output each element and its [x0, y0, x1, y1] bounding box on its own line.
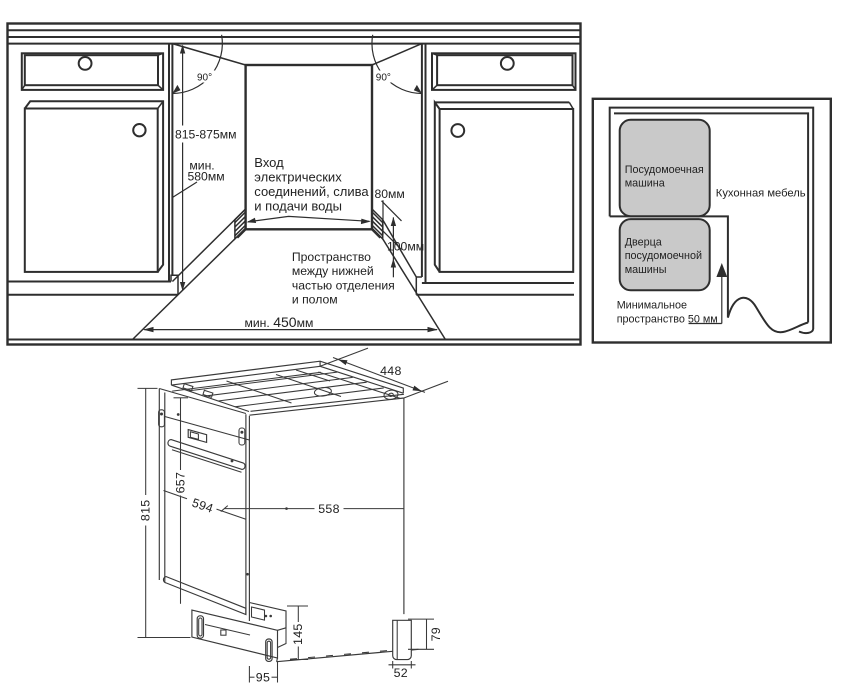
- up-arrow: [716, 263, 728, 277]
- inlet-note: Вход электрических соединений, слива и п…: [246, 155, 371, 225]
- door-handle: [167, 439, 246, 470]
- door-bottom-trim: [162, 576, 247, 616]
- dim-815-label: 815: [139, 500, 153, 522]
- dishwasher-door-box: Дверца посудомоечной машины: [618, 218, 711, 292]
- left-drawer-knob: [77, 56, 93, 71]
- niche-diagram: 90° 90° 815-875мм мин. 580мм Вход электр…: [6, 22, 582, 346]
- dim-plinth-depth-label: 80мм: [375, 187, 405, 201]
- dim-95-label: 95: [256, 671, 270, 685]
- right-door-knob: [450, 123, 466, 138]
- side-diagram: Посудомоечная машина Дверца посудомоечно…: [591, 97, 832, 344]
- right-door: [433, 99, 575, 273]
- dim-plinth-depth: 80мм: [375, 187, 405, 251]
- angle-label-right-bg: [374, 70, 396, 83]
- inlet-note-line2: электрических: [254, 169, 342, 184]
- furniture-label: Кухонная мебель: [716, 188, 806, 200]
- dim-448: 448: [319, 347, 449, 399]
- dim-height: 815-875мм: [175, 44, 237, 291]
- dim-815: 815: [137, 387, 191, 639]
- floor-note-line1: Пространство: [292, 250, 371, 264]
- dim-95: 95: [248, 661, 279, 685]
- dim-plinth-height: 100мм: [387, 217, 424, 278]
- inlet-note-line4: и подачи воды: [254, 199, 342, 214]
- floor-note-line3: частью отделения: [292, 278, 395, 292]
- dishwasher-box: Посудомоечная машина: [618, 118, 711, 218]
- left-door: [23, 100, 165, 273]
- floor-edge-left: [131, 238, 236, 341]
- dim-79: 79: [408, 618, 443, 650]
- rear-foot: [392, 619, 412, 661]
- plinth-hatch-right: [371, 207, 384, 241]
- dim-52-label: 52: [394, 666, 408, 680]
- niche-partitions: [168, 43, 427, 283]
- door-label-line1: Дверца: [625, 237, 662, 249]
- angle-label-right: 90°: [376, 73, 391, 84]
- door-details: [158, 409, 288, 616]
- dim-width-label2: 580мм: [188, 170, 225, 184]
- dim-145-label: 145: [291, 623, 305, 645]
- left-door-knob: [132, 123, 147, 138]
- floor-note: Пространство между нижней частью отделен…: [292, 250, 395, 307]
- dim-558: 558: [220, 502, 404, 516]
- dim-594-label: 594: [190, 496, 215, 516]
- dim-plinth-height-label: 100мм: [387, 240, 424, 254]
- right-drawer: [431, 52, 577, 91]
- inlet-note-line1: Вход: [254, 155, 284, 170]
- dim-52: 52: [388, 661, 416, 680]
- break-squiggle: [726, 296, 809, 334]
- machine-label-line1: Посудомоечная: [625, 164, 704, 176]
- machine-body: [158, 360, 405, 621]
- dim-558-label: 558: [318, 502, 340, 516]
- min-space-note: Минимальное пространство 50 мм: [617, 263, 728, 325]
- angle-label-left-bg: [195, 70, 217, 83]
- left-plinth: [7, 274, 179, 296]
- left-drawer: [20, 52, 165, 91]
- niche-diagram-border: [6, 22, 582, 346]
- floor-note-line2: между нижней: [292, 264, 374, 278]
- door-label-line3: машины: [625, 264, 667, 276]
- dim-width: мин. 580мм: [172, 159, 225, 199]
- niche-back-wall: [244, 63, 374, 231]
- dim-657: 657: [173, 397, 188, 604]
- door-label-line2: посудомоечной: [625, 250, 702, 262]
- countertop-lines: [7, 29, 581, 45]
- dim-bottom-label: мин. 450мм: [245, 314, 314, 330]
- dimension-drawing: 448 815 657 594 558: [137, 347, 449, 685]
- machine-label-line2: машина: [625, 178, 665, 190]
- dim-bottom: мин. 450мм: [143, 314, 438, 333]
- dim-79-label: 79: [429, 627, 443, 641]
- right-drawer-knob: [499, 56, 515, 71]
- dim-657-label: 657: [173, 472, 187, 494]
- dim-594: 594: [163, 490, 247, 520]
- inlet-leader: [247, 215, 370, 223]
- min-space-line1: Минимальное: [617, 300, 687, 312]
- plinth-hatch-left: [234, 207, 247, 241]
- right-plinth: [415, 276, 574, 296]
- inlet-note-line3: соединений, слива: [254, 184, 369, 199]
- floor-note-line4: и полом: [292, 293, 338, 307]
- side-diagram-border: [591, 97, 832, 344]
- dim-448-label: 448: [380, 364, 402, 378]
- left-cabinet: [7, 52, 179, 296]
- right-cabinet: [415, 52, 577, 296]
- dim-145: 145: [287, 605, 308, 661]
- dim-height-label: 815-875мм: [175, 127, 237, 141]
- dim-width-label1: мин.: [189, 159, 214, 173]
- angle-label-left: 90°: [197, 73, 212, 84]
- min-space-line2: пространство 50 мм: [617, 313, 718, 325]
